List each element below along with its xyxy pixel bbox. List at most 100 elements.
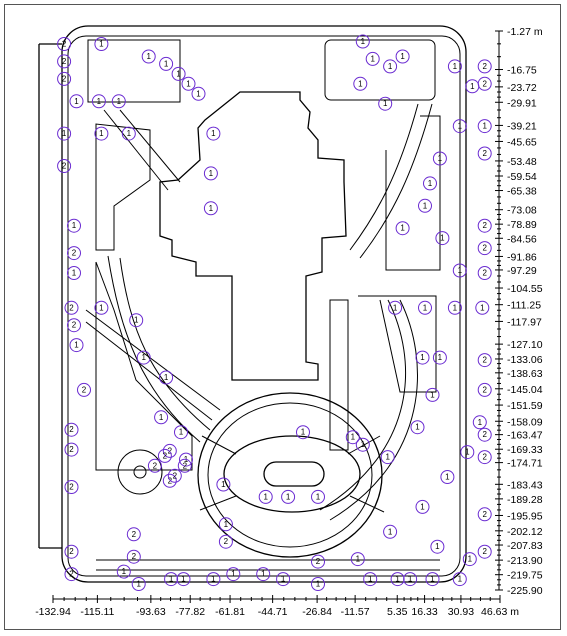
tree-marker-24[interactable]: 1: [129, 313, 144, 328]
tree-marker-3[interactable]: 2: [57, 71, 72, 86]
tree-marker-34[interactable]: 1: [174, 425, 188, 440]
tree-marker-95[interactable]: 2: [477, 241, 492, 256]
tree-marker-103[interactable]: 1: [206, 572, 221, 587]
fountain-marker-1[interactable]: 2: [162, 443, 177, 458]
tree-marker-104[interactable]: 1: [276, 572, 291, 587]
tree-marker-51[interactable]: 1: [383, 524, 398, 539]
tree-marker-0[interactable]: 2: [57, 37, 72, 51]
tree-marker-23[interactable]: 1: [94, 300, 109, 315]
tree-marker-38[interactable]: 1: [281, 489, 296, 504]
tree-marker-65[interactable]: 1: [410, 420, 425, 435]
tree-marker-84[interactable]: 2: [477, 59, 492, 74]
tree-marker-31[interactable]: 2: [64, 422, 79, 437]
tree-marker-2[interactable]: 2: [57, 54, 72, 69]
tree-marker-10[interactable]: 1: [181, 76, 196, 91]
tree-marker-70[interactable]: 1: [430, 539, 445, 554]
tree-marker-25[interactable]: 2: [67, 318, 81, 333]
tree-marker-39[interactable]: 1: [311, 489, 325, 504]
tree-marker-20[interactable]: 2: [67, 246, 81, 261]
tree-marker-44[interactable]: 2: [64, 544, 79, 559]
tree-marker-41[interactable]: 2: [218, 534, 233, 549]
tree-marker-71[interactable]: 1: [462, 552, 477, 567]
tree-marker-69[interactable]: 1: [345, 430, 360, 445]
tree-marker-97[interactable]: 2: [477, 266, 492, 280]
tree-marker-83[interactable]: 1: [465, 79, 480, 94]
tree-marker-11[interactable]: 1: [191, 86, 206, 101]
tree-marker-16[interactable]: 2: [57, 159, 72, 173]
tree-marker-66[interactable]: 1: [380, 450, 395, 465]
tree-marker-92[interactable]: 1: [395, 221, 410, 236]
tree-marker-50[interactable]: 1: [350, 552, 365, 567]
tree-marker-82[interactable]: 1: [447, 59, 462, 74]
tree-marker-62[interactable]: 1: [415, 350, 430, 365]
tree-marker-43[interactable]: 2: [126, 549, 141, 564]
tree-marker-9[interactable]: 1: [171, 66, 186, 81]
tree-marker-68[interactable]: 1: [296, 425, 310, 440]
tree-marker-94[interactable]: 2: [477, 218, 492, 233]
tree-marker-76[interactable]: 1: [355, 34, 370, 49]
tree-marker-32[interactable]: 2: [64, 442, 79, 457]
fountain-marker-5[interactable]: 2: [167, 468, 182, 483]
tree-marker-59[interactable]: 1: [418, 300, 432, 315]
tree-marker-40[interactable]: 1: [218, 517, 233, 532]
tree-marker-22[interactable]: 2: [64, 300, 79, 315]
tree-marker-55[interactable]: 1: [472, 415, 487, 430]
tree-marker-17[interactable]: 1: [203, 166, 218, 181]
tree-marker-57[interactable]: 2: [477, 353, 492, 368]
tree-marker-93[interactable]: 1: [435, 231, 450, 246]
fountain-marker-0[interactable]: 2: [147, 458, 162, 473]
tree-marker-98[interactable]: 2: [477, 427, 492, 442]
fountain-marker-2[interactable]: 2: [177, 458, 192, 473]
tree-marker-1[interactable]: 1: [94, 37, 109, 51]
tree-marker-42[interactable]: 2: [126, 527, 141, 542]
tree-marker-75[interactable]: 1: [363, 572, 378, 587]
tree-marker-8[interactable]: 1: [159, 56, 174, 71]
tree-marker-49[interactable]: 1: [311, 577, 325, 591]
tree-marker-91[interactable]: 1: [418, 198, 432, 213]
tree-marker-67[interactable]: 1: [355, 437, 370, 452]
tree-marker-101[interactable]: 1: [164, 572, 179, 587]
tree-marker-12[interactable]: 1: [57, 126, 72, 141]
tree-marker-86[interactable]: 1: [452, 119, 467, 134]
tree-marker-100[interactable]: 1: [116, 564, 131, 579]
tree-marker-15[interactable]: 1: [206, 126, 221, 141]
tree-marker-105[interactable]: 1: [390, 572, 405, 587]
tree-marker-27[interactable]: 1: [136, 350, 151, 365]
tree-marker-5[interactable]: 1: [91, 94, 106, 109]
tree-marker-26[interactable]: 1: [69, 338, 84, 353]
tree-marker-85[interactable]: 2: [477, 76, 492, 91]
tree-marker-46[interactable]: 1: [226, 567, 241, 582]
tree-marker-53[interactable]: 1: [440, 470, 455, 484]
tree-marker-7[interactable]: 1: [141, 49, 156, 64]
tree-marker-45[interactable]: 2: [64, 567, 79, 582]
tree-marker-79[interactable]: 1: [395, 49, 410, 64]
tree-marker-58[interactable]: 1: [388, 300, 403, 315]
tree-marker-14[interactable]: 1: [121, 126, 136, 141]
tree-marker-33[interactable]: 2: [64, 480, 79, 494]
tree-marker-54[interactable]: 1: [460, 445, 475, 460]
tree-marker-90[interactable]: 1: [423, 176, 437, 191]
tree-marker-47[interactable]: 1: [256, 567, 271, 582]
tree-marker-73[interactable]: 2: [477, 544, 492, 559]
tree-marker-106[interactable]: 1: [403, 572, 418, 587]
tree-marker-13[interactable]: 1: [94, 126, 109, 141]
tree-marker-29[interactable]: 2: [77, 382, 91, 397]
tree-marker-102[interactable]: 1: [176, 572, 191, 587]
tree-marker-64[interactable]: 1: [425, 387, 440, 402]
tree-marker-30[interactable]: 1: [154, 410, 169, 425]
tree-marker-99[interactable]: 2: [477, 450, 492, 465]
tree-marker-78[interactable]: 1: [383, 59, 398, 74]
tree-marker-107[interactable]: 1: [452, 572, 467, 587]
tree-marker-36[interactable]: 1: [216, 477, 231, 492]
tree-marker-60[interactable]: 1: [447, 300, 462, 315]
tree-marker-48[interactable]: 2: [311, 554, 325, 569]
tree-marker-77[interactable]: 1: [365, 51, 380, 66]
tree-marker-61[interactable]: 1: [475, 300, 490, 315]
tree-marker-108[interactable]: 1: [131, 577, 146, 591]
tree-marker-19[interactable]: 1: [67, 218, 81, 233]
tree-marker-80[interactable]: 1: [353, 76, 368, 91]
tree-marker-63[interactable]: 1: [432, 350, 447, 365]
tree-marker-87[interactable]: 1: [477, 119, 492, 134]
tree-marker-4[interactable]: 1: [69, 94, 84, 109]
